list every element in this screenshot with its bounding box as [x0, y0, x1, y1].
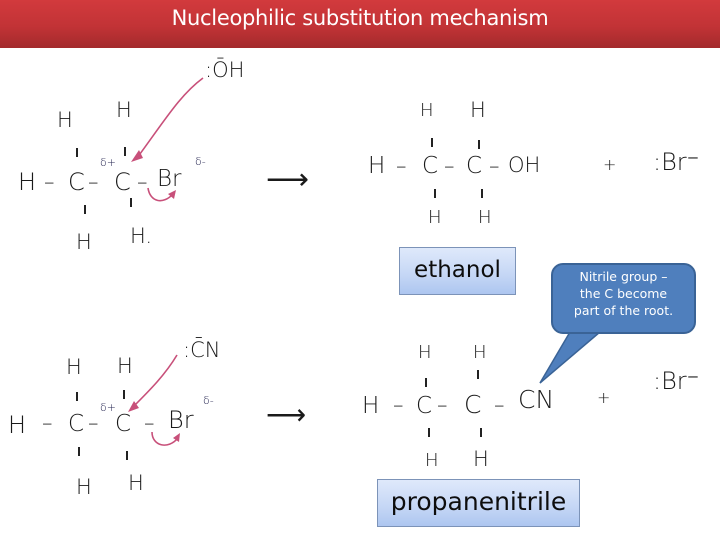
bond-dash: – [393, 393, 404, 417]
bond-dash: – [489, 154, 500, 178]
h-bottom-2: H [478, 207, 492, 228]
carbon-2: C [115, 411, 132, 437]
delta-minus: δ- [203, 394, 214, 407]
hydroxide-nucleophile: :ŌH [205, 58, 245, 82]
curly-arrow-bond-1 [147, 187, 174, 202]
h-bottom-1: H [76, 475, 92, 499]
delta-plus: δ+ [100, 401, 116, 414]
bond [126, 451, 128, 460]
carbon-2: C [466, 153, 483, 179]
arrowhead-icon [128, 401, 139, 412]
bond-dash: – [396, 154, 407, 178]
ethanol-label: ethanol [399, 247, 516, 295]
h-top-2: H [473, 342, 487, 363]
bond [480, 428, 482, 437]
bond-dash: – [42, 411, 53, 435]
title-bar: Nucleophilic substitution mechanism [0, 0, 720, 48]
reaction-arrow-1: ⟶ [266, 162, 310, 197]
reaction-arrow-2: ⟶ [266, 398, 307, 431]
carbon-1: C [68, 411, 85, 437]
bromide-ion-2: :Br⁻ [653, 367, 700, 395]
callout-line-1: Nitrile group – [579, 269, 668, 284]
bond [76, 392, 78, 401]
propanenitrile-label: propanenitrile [377, 479, 580, 527]
bond [434, 189, 436, 198]
carbon-1: C [422, 153, 439, 179]
bond [84, 205, 86, 214]
bond [425, 378, 427, 387]
h-bottom-2: H [128, 471, 144, 495]
slide-title: Nucleophilic substitution mechanism [171, 6, 549, 30]
bromine: Br [157, 166, 182, 192]
carbon-2: C [464, 390, 482, 419]
h-top-1: H [418, 342, 432, 363]
h-bottom-1: H [428, 207, 442, 228]
h-top-2: H [470, 98, 486, 122]
callout-tail [539, 331, 603, 384]
bond-dash: – [444, 154, 455, 178]
bond [481, 189, 483, 198]
bond [428, 428, 430, 437]
curly-arrow-nucleophile-2 [131, 354, 178, 409]
delta-minus: δ- [195, 155, 206, 168]
h-left: H [18, 168, 37, 196]
bromine: Br [168, 406, 194, 434]
bond [477, 370, 479, 379]
bond [76, 148, 78, 157]
h-bottom-2: H [473, 447, 489, 471]
arrowhead-icon [131, 150, 143, 162]
bond [123, 390, 125, 399]
carbon-1: C [68, 168, 85, 196]
nitrile-group: CN [518, 385, 555, 414]
h-top-1: H [66, 355, 82, 379]
bond-dash: – [494, 393, 505, 417]
bond [478, 140, 480, 149]
bond-dash: – [88, 170, 99, 194]
arrowhead-icon [168, 190, 176, 199]
curly-arrow-bond-2 [151, 431, 179, 446]
curly-arrow-nucleophile-1 [136, 77, 204, 159]
h-top-1: H [57, 108, 73, 132]
h-bottom-2: H. [130, 224, 153, 248]
h-left: H [362, 393, 380, 419]
bond-dash: – [44, 170, 55, 194]
h-top-2: H [116, 98, 132, 122]
h-top-1: H [420, 100, 434, 121]
nitrile-callout: Nitrile group – the C become part of the… [551, 263, 696, 334]
carbon-1: C [416, 393, 433, 419]
plus-sign-2: + [597, 388, 611, 407]
bond [124, 147, 126, 156]
callout-line-3: part of the root. [573, 303, 674, 318]
bond [431, 138, 433, 147]
bond [78, 447, 80, 456]
carbon-2: C [114, 168, 131, 196]
h-bottom-1: H [425, 450, 439, 471]
bond-dash: – [144, 411, 155, 435]
h-top-2: H [117, 354, 133, 378]
plus-sign-1: + [603, 155, 617, 174]
delta-plus: δ+ [100, 156, 116, 169]
arrowhead-icon [173, 433, 180, 442]
bromide-ion-1: :Br⁻ [653, 148, 700, 176]
bond-dash: – [437, 393, 448, 417]
h-left: H [368, 153, 386, 179]
bond [130, 198, 132, 207]
bond-dash: – [137, 170, 148, 194]
h-left: H [8, 411, 27, 439]
cyanide-nucleophile: :C̄N [183, 338, 221, 362]
bond-dash: – [88, 411, 99, 435]
hydroxyl-group: OH [508, 153, 541, 177]
callout-line-2: the C become [579, 286, 668, 301]
h-bottom-1: H [76, 230, 92, 254]
